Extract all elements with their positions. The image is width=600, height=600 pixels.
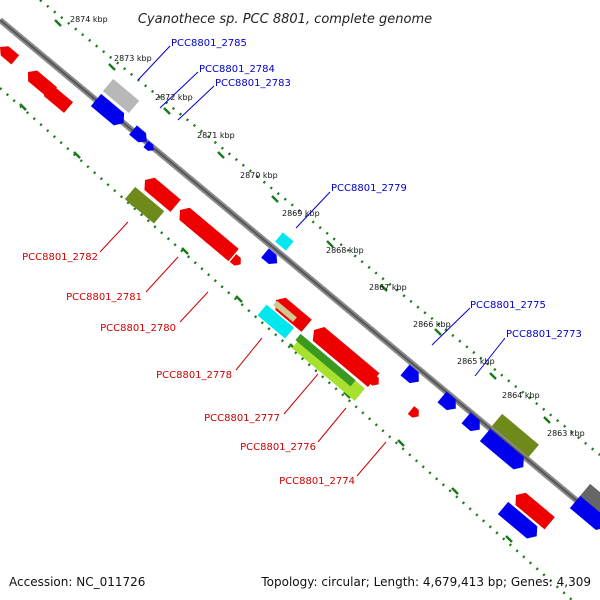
leader-line (145, 256, 179, 293)
leader-line (99, 221, 129, 253)
forward-gene-label-text: PCC8801_2785 PCC8801_2784 PCC8801_2783 P… (171, 38, 582, 340)
gene-label[interactable]: PCC8801_2778 (156, 370, 232, 381)
gene-arrow[interactable] (407, 406, 422, 420)
gene-arrow[interactable] (261, 248, 281, 267)
gene-arrow[interactable] (479, 428, 529, 473)
kbp-label: 2874 kbp (70, 15, 108, 24)
kbp-label: 2871 kbp (197, 131, 235, 140)
kbp-label: 2863 kbp (547, 429, 585, 438)
reverse-gene-label-text: PCC8801_2782 PCC8801_2781 PCC8801_2780 P… (22, 252, 355, 487)
gene-features (0, 42, 600, 543)
gene-arrow[interactable] (257, 304, 295, 339)
kbp-label: 2869 kbp (282, 209, 320, 218)
leader-line (431, 307, 471, 346)
kbp-label: 2868 kbp (326, 246, 364, 255)
gene-arrow[interactable] (90, 93, 129, 129)
leader-line (137, 45, 171, 81)
gene-label[interactable]: PCC8801_2776 (240, 442, 316, 453)
gene-arrow[interactable] (124, 186, 165, 224)
leader-line (474, 337, 506, 377)
gene-arrow[interactable] (295, 333, 356, 387)
leader-line (179, 291, 209, 323)
gene-arrow[interactable] (129, 125, 151, 146)
gene-label[interactable]: PCC8801_2779 (331, 183, 407, 194)
reverse-gene-labels (99, 221, 387, 477)
kbp-label: 2867 kbp (369, 283, 407, 292)
gene-arrow[interactable] (0, 42, 20, 65)
gene-arrow[interactable] (367, 374, 382, 388)
kbp-label: 2872 kbp (155, 93, 193, 102)
gene-label[interactable]: PCC8801_2785 (171, 38, 247, 49)
gene-arrow[interactable] (275, 232, 294, 251)
map-title: Cyanothece sp. PCC 8801, complete genome (138, 12, 432, 27)
gene-arrow[interactable] (140, 174, 181, 212)
outer-tick-track (39, 0, 600, 456)
gene-label[interactable]: PCC8801_2784 (199, 64, 275, 75)
gene-arrow[interactable] (461, 412, 485, 435)
gene-label[interactable]: PCC8801_2774 (279, 476, 355, 487)
kbp-label: 2866 kbp (413, 320, 451, 329)
leader-line (159, 71, 199, 109)
kbp-label: 2865 kbp (457, 357, 495, 366)
gene-arrow[interactable] (229, 254, 244, 268)
gene-arrow[interactable] (308, 323, 380, 388)
leader-line (356, 441, 387, 477)
gene-label[interactable]: PCC8801_2777 (204, 413, 280, 424)
gene-label[interactable]: PCC8801_2773 (506, 329, 582, 340)
leader-line (177, 85, 215, 121)
forward-gene-labels (137, 45, 506, 377)
inner-tick-track (0, 87, 573, 600)
leader-line (283, 373, 319, 415)
kbp-label: 2870 kbp (240, 171, 278, 180)
gene-arrow[interactable] (491, 413, 539, 457)
genome-summary-text: Topology: circular; Length: 4,679,413 bp… (260, 575, 591, 589)
gene-arrow[interactable] (569, 495, 600, 534)
gene-arrow[interactable] (273, 300, 297, 323)
leader-line (317, 407, 347, 443)
gene-label[interactable]: PCC8801_2780 (100, 323, 176, 334)
kbp-label: 2864 kbp (502, 391, 540, 400)
gene-arrow[interactable] (579, 483, 600, 516)
gene-arrow[interactable] (511, 489, 555, 530)
gene-arrow[interactable] (102, 78, 140, 113)
gene-label[interactable]: PCC8801_2783 (215, 78, 291, 89)
gene-label[interactable]: PCC8801_2781 (66, 292, 142, 303)
gene-arrow[interactable] (437, 391, 461, 414)
leader-line (235, 337, 263, 371)
accession-text: Accession: NC_011726 (9, 575, 145, 589)
kbp-label: 2873 kbp (114, 54, 152, 63)
gene-arrow[interactable] (497, 501, 542, 543)
kbp-labels: 2874 kbp 2873 kbp 2872 kbp 2871 kbp 2870… (70, 15, 585, 438)
leader-line (295, 191, 331, 229)
gene-label[interactable]: PCC8801_2775 (470, 300, 546, 311)
gene-arrow[interactable] (143, 140, 156, 154)
gene-arrow[interactable] (175, 204, 239, 262)
gene-arrow[interactable] (400, 364, 424, 387)
gene-label[interactable]: PCC8801_2782 (22, 252, 98, 263)
gene-arrow[interactable] (40, 82, 74, 113)
